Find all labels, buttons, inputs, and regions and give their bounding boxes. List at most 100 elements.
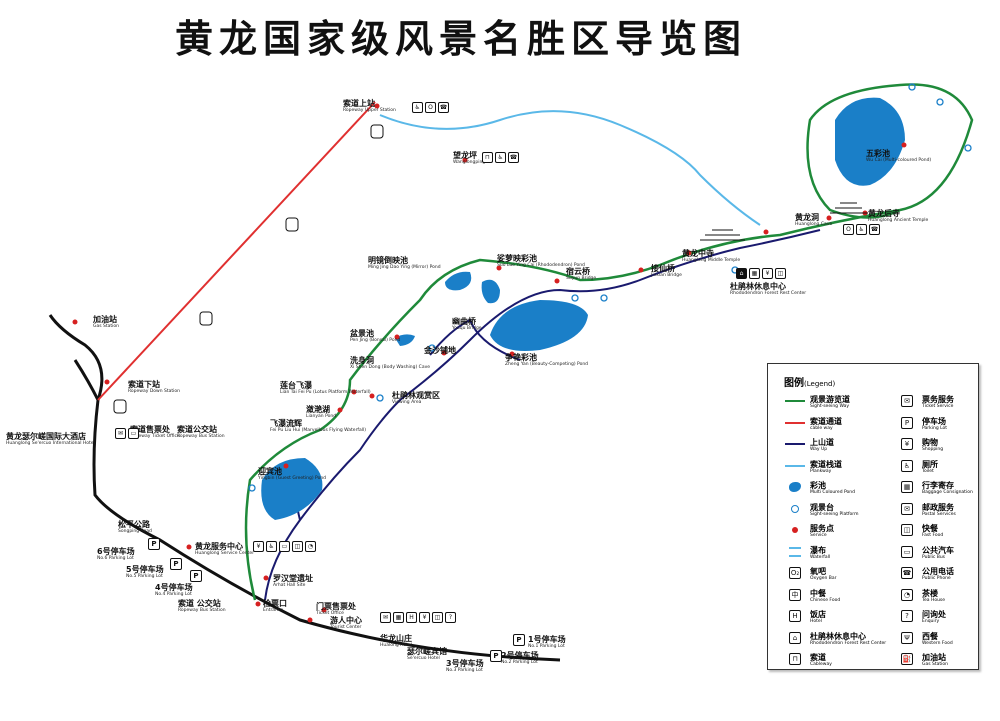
legend-label-en: Public Phone	[922, 576, 951, 581]
legend-label: 加油站	[922, 653, 946, 662]
parking-icon: P	[513, 634, 525, 646]
legend-label: 邮政服务	[922, 502, 954, 512]
legend-label: 杜鹃林休息中心	[810, 631, 866, 641]
zhengyan-pond	[490, 300, 588, 351]
yingbin-pond	[261, 458, 323, 520]
legend-label-en: Fast Food	[922, 533, 944, 538]
approach-road	[73, 359, 100, 401]
sightseeing-platforms	[248, 83, 972, 492]
food-icon: ◫	[432, 612, 443, 623]
legend-label: 索道	[810, 653, 826, 662]
legend-symbol	[784, 460, 806, 472]
legend-label: 公共汽车	[922, 545, 954, 555]
legend-symbol: ◫	[896, 524, 918, 536]
legend-label-en: cable way	[810, 425, 833, 431]
cableway-icon: ⊓	[482, 152, 493, 163]
legend-symbol: O₂	[789, 567, 801, 579]
service-points	[72, 103, 907, 623]
legend-symbol: ♿	[896, 459, 918, 472]
cable-cars	[113, 124, 384, 414]
food-icon: ◫	[292, 541, 303, 552]
legend-label-en: Baggage Consignation	[922, 490, 973, 495]
legend-label: 观景游览道	[810, 395, 850, 404]
legend-symbol	[784, 438, 806, 450]
toilet-icon: ♿	[266, 541, 277, 552]
legend-label-en: Sight-seeing Way	[810, 404, 850, 409]
legend-label: 氧吧	[810, 567, 826, 576]
legend-symbol	[784, 546, 806, 558]
bus-icon: ▭	[128, 428, 139, 439]
parking-icon: P	[148, 538, 160, 550]
label-jinsha: 金沙铺地	[424, 346, 456, 355]
plankway-line	[379, 110, 761, 226]
wucai-pond	[835, 97, 905, 186]
temples	[700, 202, 868, 241]
legend-symbol	[784, 395, 806, 407]
sightseeing-way	[244, 83, 974, 601]
way-up-path	[264, 229, 821, 601]
phone-icon: ☎	[438, 102, 449, 113]
legend-label: 西餐	[922, 631, 938, 641]
legend-label: 观景台	[810, 502, 834, 512]
parking-icon: P	[170, 558, 182, 570]
legend-label-en: Sight-seeing Platform	[810, 511, 859, 517]
legend-symbol: ☎	[901, 567, 913, 579]
legend-label-en: Plankway	[810, 468, 832, 474]
facility-icons-temple: O♿☎	[843, 224, 880, 235]
legend-symbol: ✉	[896, 395, 918, 407]
legend-label: 公用电话	[922, 567, 954, 576]
facility-icons-tourist: ✉▦H¥◫?	[380, 612, 456, 623]
page-title: 黄龙国家级风景名胜区导览图	[175, 17, 748, 61]
facility-icons-upper: ♿O☎	[412, 102, 449, 113]
enquiry-icon: ?	[445, 612, 456, 623]
legend-label: 彩池	[810, 481, 826, 490]
legend-label: 停车场	[922, 416, 946, 426]
oxygen-icon: O	[425, 102, 436, 113]
rest-center-icon: ⌂	[736, 268, 747, 279]
facility-icons-service: ¥♿▭◫◔	[253, 541, 316, 552]
legend-label: 快餐	[922, 524, 938, 533]
hotel-icon: H	[406, 612, 417, 623]
baggage-icon: ▦	[749, 268, 760, 279]
way-up-branch-2	[429, 318, 521, 361]
toilet-icon: ♿	[495, 152, 506, 163]
legend-label-en: Public Bus	[922, 554, 946, 560]
legend-label: 瀑布	[810, 545, 826, 555]
legend-symbol: ▭	[896, 545, 918, 558]
